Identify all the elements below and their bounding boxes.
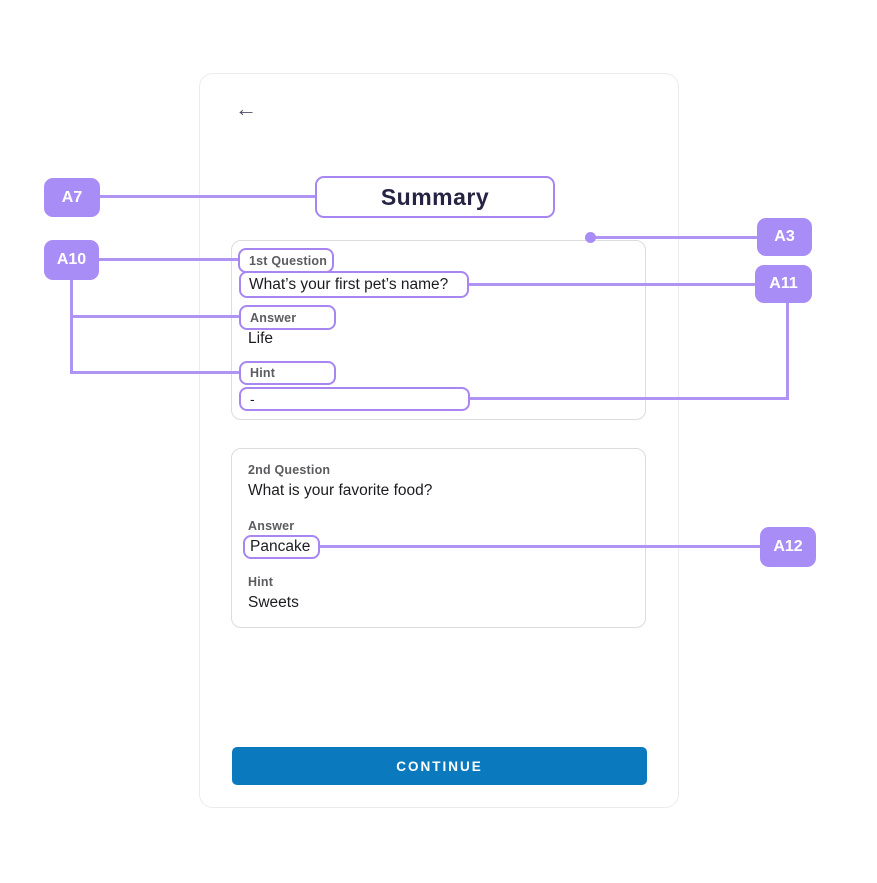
answer2-value: Pancake (250, 538, 311, 555)
question1-text: What’s your first pet’s name? (249, 275, 449, 293)
hint2-label: Hint (248, 575, 274, 589)
annotation-badge-a12[interactable]: A12 (760, 527, 816, 567)
connector-a3-dot (585, 232, 596, 243)
annotation-badge-a12-label: A12 (773, 538, 803, 555)
back-button[interactable]: ← (231, 94, 261, 124)
continue-button-label: CONTINUE (396, 758, 483, 774)
hint1-value: - (250, 391, 255, 407)
question2-label: 2nd Question (248, 463, 331, 477)
annotation-badge-a7-label: A7 (61, 188, 83, 206)
connector-a10-hint-label (70, 371, 240, 374)
answer1-value: Life (248, 330, 273, 347)
connector-a10-answer-label (70, 315, 240, 318)
hint1-value-annotation-box: - (239, 387, 470, 411)
hint1-label-annotation-box: Hint (239, 361, 336, 385)
connector-a7-title (100, 195, 315, 198)
annotation-badge-a11-label: A11 (769, 275, 798, 292)
back-arrow-icon: ← (235, 96, 257, 121)
annotation-badge-a3-label: A3 (774, 228, 795, 245)
connector-a11-hint-value (469, 397, 789, 400)
answer1-label: Answer (250, 310, 297, 325)
hint1-label: Hint (250, 366, 276, 380)
answer2-label: Answer (248, 519, 295, 533)
annotation-badge-a11[interactable]: A11 (755, 265, 812, 303)
connector-a12-answer-value (320, 545, 760, 548)
annotation-badge-a10[interactable]: A10 (44, 240, 99, 280)
connector-a10-vertical (70, 277, 73, 374)
answer2-value-annotation-box: Pancake (243, 535, 320, 559)
annotation-badge-a7[interactable]: A7 (44, 178, 100, 217)
question1-label-annotation-box: 1st Question (238, 248, 334, 273)
annotation-badge-a3[interactable]: A3 (757, 218, 812, 256)
question1-label: 1st Question (249, 253, 328, 268)
connector-a3-card (590, 236, 757, 239)
connector-a11-question (469, 283, 755, 286)
annotation-badge-a10-label: A10 (56, 251, 87, 268)
page-title: Summary (380, 183, 490, 210)
answer1-label-annotation-box: Answer (239, 305, 336, 330)
connector-a10-question-label (98, 258, 239, 261)
title-annotation-box: Summary (315, 176, 555, 218)
question1-text-annotation-box: What’s your first pet’s name? (239, 271, 469, 298)
continue-button[interactable]: CONTINUE (232, 747, 647, 785)
question2-text: What is your favorite food? (248, 482, 433, 499)
hint2-value: Sweets (248, 594, 299, 611)
connector-a11-vertical (786, 300, 789, 400)
